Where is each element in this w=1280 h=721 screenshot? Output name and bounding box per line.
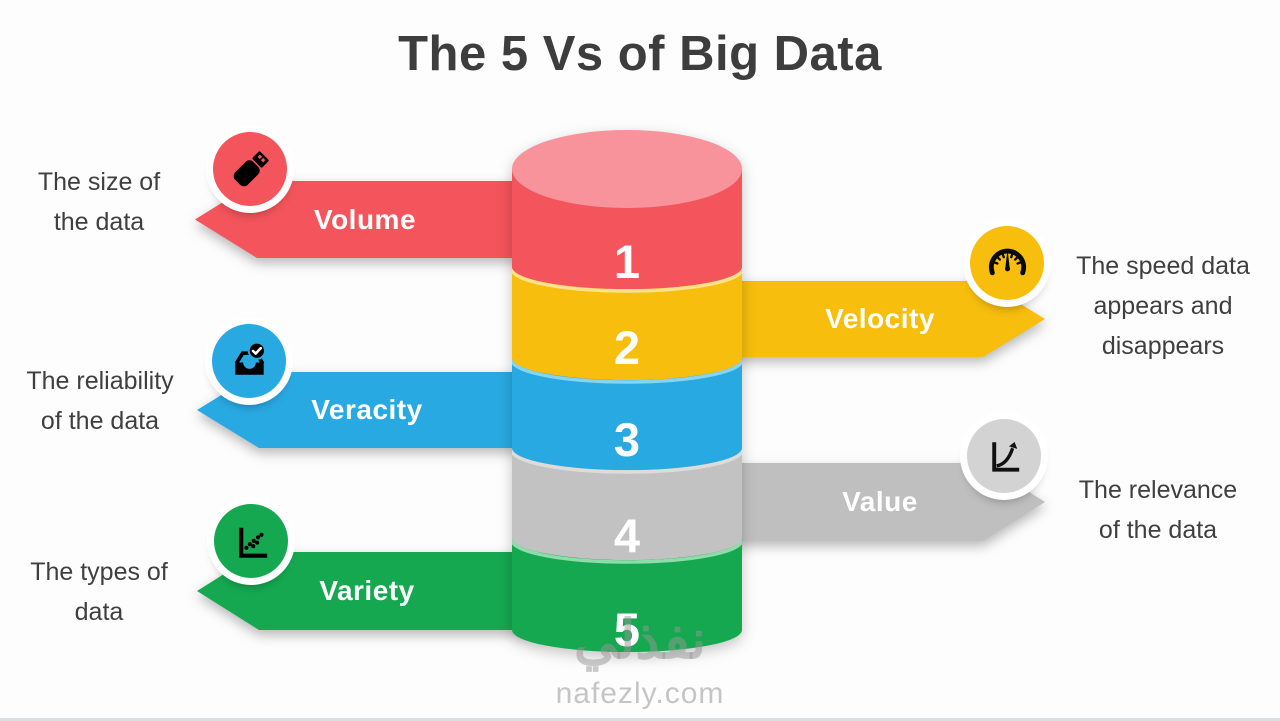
cylinder-number-2: 2 (613, 321, 641, 374)
velocity-icon-circle (970, 226, 1044, 300)
variety-icon-circle (214, 504, 288, 578)
velocity-description-line-2: appears and (1093, 292, 1233, 320)
bottom-border-line (0, 718, 1280, 721)
cylinder-segment-5 (512, 538, 742, 652)
page-title: The 5 Vs of Big Data (398, 27, 882, 81)
volume-description: The size of the data (6, 162, 192, 242)
velocity-description-line-1: The speed data (1076, 252, 1250, 280)
cylinder-segment-4 (512, 448, 742, 560)
inbox-check-icon (234, 341, 266, 375)
cylinder-segment-3 (512, 358, 742, 470)
cylinder-number-4: 4 (613, 509, 641, 562)
veracity-description-line-2: of the data (40, 407, 160, 435)
cylinder-number-3: 3 (613, 413, 641, 466)
watermark-site-url: nafezly.com (555, 677, 725, 710)
velocity-description-line-3: disappears (1101, 332, 1225, 360)
velocity-banner-label: Velocity (825, 303, 935, 334)
growth-chart-icon (991, 441, 1019, 472)
volume-banner-label: Volume (313, 203, 417, 235)
cylinder-rim-2 (512, 359, 742, 384)
variety-description-line-1: The types of (30, 558, 168, 586)
veracity-description: The reliability of the data (4, 361, 196, 441)
cylinder-number-5: 5 (613, 603, 641, 656)
usb-drive-icon (233, 150, 269, 186)
volume-icon-circle (213, 132, 287, 206)
cylinder-rim-4 (512, 539, 742, 564)
variety-banner-label: Variety (319, 575, 415, 606)
volume-description-line-2: the data (53, 208, 145, 236)
cylinder-rim-3 (512, 449, 742, 474)
value-description: The relevance of the data (1057, 470, 1259, 550)
variety-description-line-2: data (74, 598, 124, 626)
veracity-icon-circle (212, 324, 286, 398)
variety-description: The types of data (6, 552, 192, 632)
value-description-line-2: of the data (1098, 516, 1218, 544)
cylinder-top-ellipse (512, 130, 742, 208)
scatter-plot-icon (238, 527, 267, 558)
value-banner-label: Value (842, 486, 918, 517)
value-description-line-1: The relevance (1078, 476, 1238, 504)
value-icon-circle (967, 419, 1041, 493)
veracity-description-line-1: The reliability (26, 367, 174, 395)
speedometer-icon (988, 248, 1026, 275)
velocity-description: The speed data appears and disappears (1056, 246, 1270, 366)
cylinder-segment-2 (512, 267, 742, 380)
veracity-banner-label: Veracity (311, 394, 423, 425)
volume-description-line-1: The size of (37, 168, 161, 196)
data-cylinder (512, 130, 742, 652)
cylinder-number-1: 1 (613, 235, 641, 288)
cylinder-rim-1 (512, 268, 742, 293)
